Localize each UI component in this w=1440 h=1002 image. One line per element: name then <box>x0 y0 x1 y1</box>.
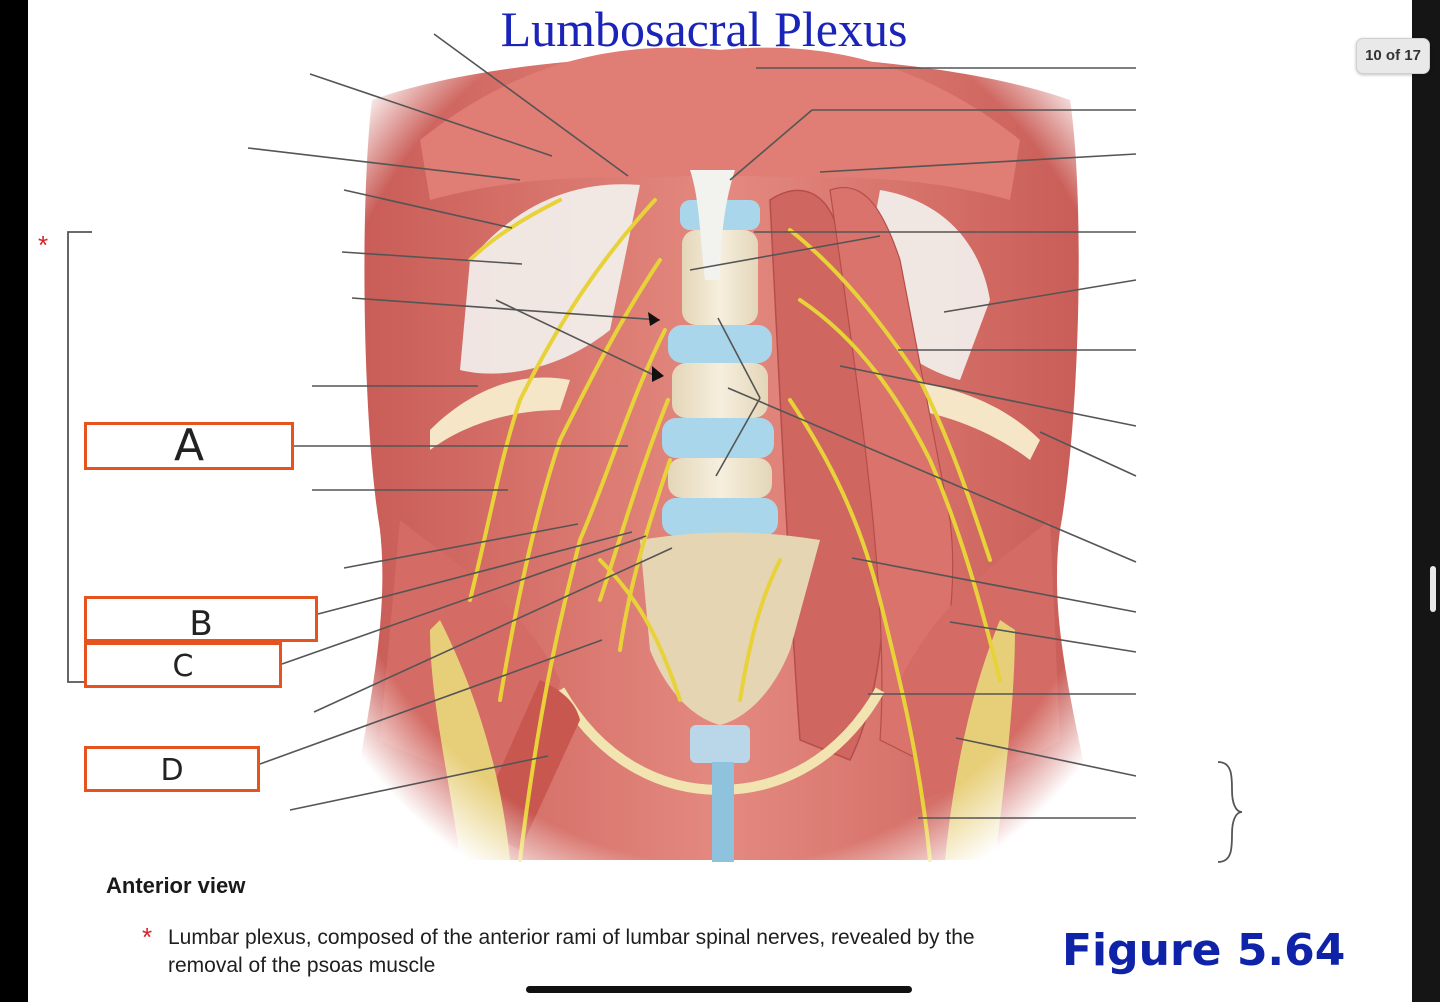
label-box-c[interactable]: C <box>84 642 282 688</box>
scroll-handle[interactable] <box>1430 566 1436 612</box>
side-strip <box>1412 0 1440 1002</box>
slide-title: Lumbosacral Plexus <box>500 1 908 57</box>
label-box-b[interactable]: B <box>84 596 318 644</box>
figure-label: Figure 5.64 <box>1062 925 1346 976</box>
footnote-asterisk: * <box>142 922 153 952</box>
arrow-upper <box>648 312 660 326</box>
leader-lines-left <box>247 33 673 811</box>
right-brace <box>1217 761 1243 863</box>
label-box-a[interactable]: A <box>84 422 294 470</box>
label-box-d[interactable]: D <box>84 746 260 792</box>
page-counter[interactable]: 10 of 17 <box>1356 38 1430 74</box>
view-caption: Anterior view <box>106 873 246 898</box>
home-indicator[interactable] <box>526 986 912 993</box>
lumbar-plexus-bracket <box>67 231 92 683</box>
footnote-text: Lumbar plexus, composed of the anterior … <box>168 926 975 977</box>
leader-lines-right <box>689 67 1137 819</box>
arrow-lower <box>652 366 664 382</box>
bracket-asterisk: * <box>38 230 49 260</box>
